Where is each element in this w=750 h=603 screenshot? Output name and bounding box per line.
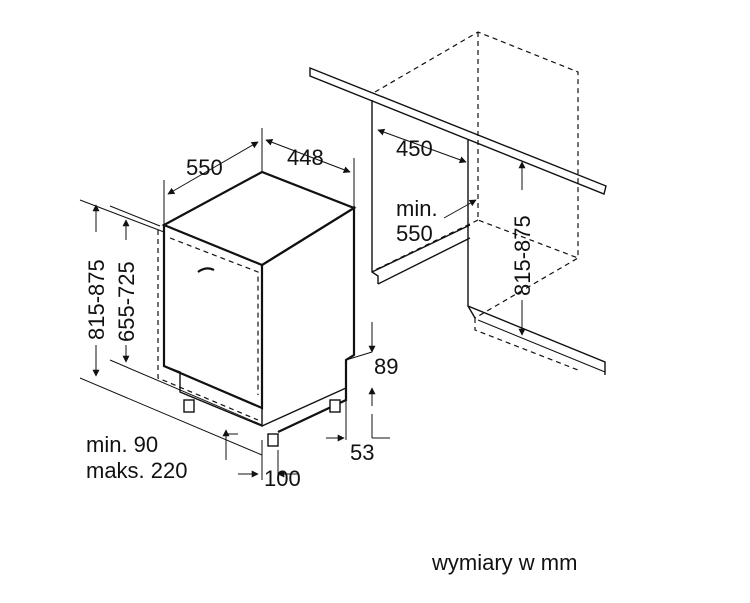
gap-min-label: min. 90 — [86, 432, 158, 457]
dishwasher-body — [157, 170, 357, 447]
units-note: wymiary w mm — [431, 550, 577, 575]
foot-offset-label: 100 — [264, 466, 301, 491]
depth-label: 550 — [186, 155, 223, 180]
floor-lines — [79, 199, 263, 456]
niche-height-label: 815-875 — [510, 215, 535, 296]
rear-foot — [329, 399, 341, 413]
plinth-depth-label: 53 — [350, 440, 374, 465]
width-label: 448 — [287, 145, 324, 170]
niche-depth-min-label: min. — [396, 196, 438, 221]
gap-max-label: maks. 220 — [86, 458, 188, 483]
front-right-foot — [267, 433, 279, 447]
niche-width-label: 450 — [396, 136, 433, 161]
niche-depth-value-label: 550 — [396, 221, 433, 246]
dimension-lines — [92, 128, 526, 480]
front-left-foot — [183, 399, 195, 413]
front-height-label: 655-725 — [114, 261, 139, 342]
total-height-label: 815-875 — [84, 259, 109, 340]
plinth-height-label: 89 — [374, 354, 398, 379]
